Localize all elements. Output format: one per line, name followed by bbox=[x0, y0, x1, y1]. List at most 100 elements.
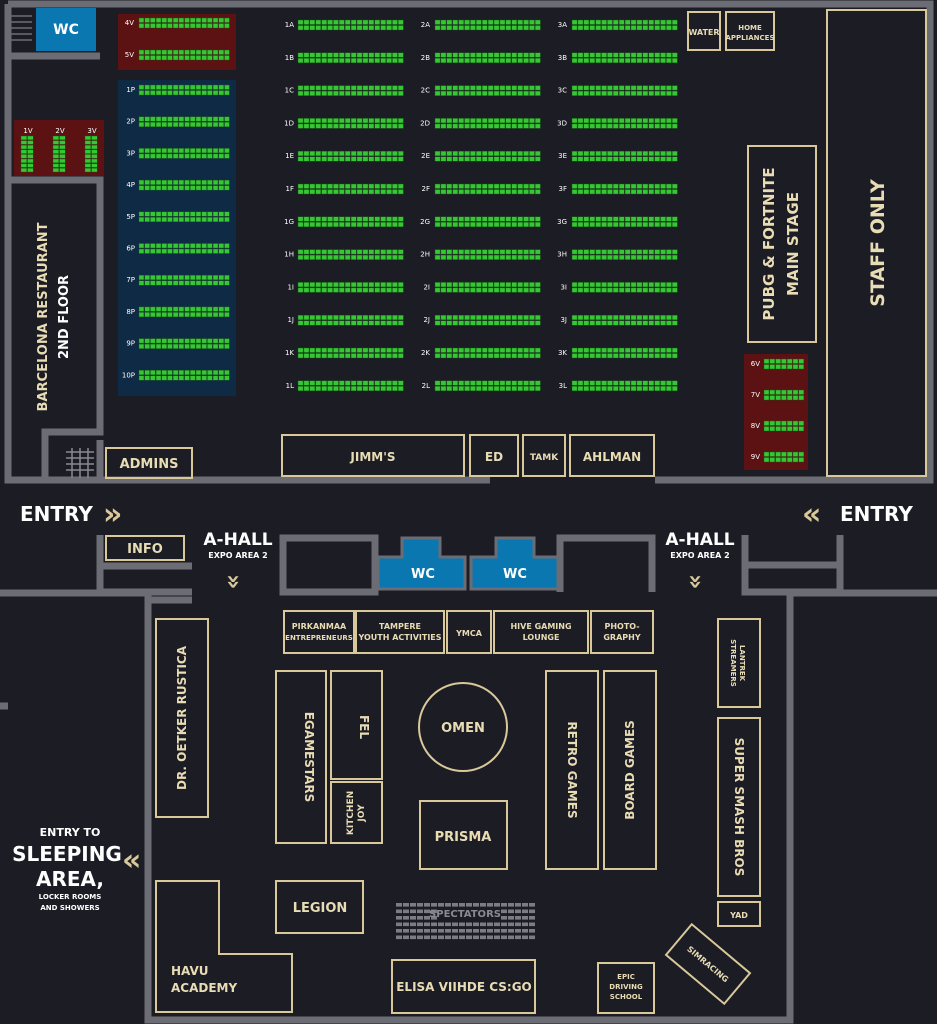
seat bbox=[792, 395, 799, 401]
seat bbox=[155, 375, 162, 381]
seat bbox=[499, 347, 506, 353]
seat bbox=[487, 222, 494, 228]
seat bbox=[505, 19, 512, 25]
seat bbox=[195, 280, 202, 286]
seat bbox=[619, 315, 625, 320]
seat-row bbox=[138, 17, 230, 23]
main-stage: PUBG & FORTNITE MAIN STAGE bbox=[747, 145, 817, 343]
seat bbox=[589, 347, 596, 353]
seat bbox=[398, 19, 404, 25]
seat bbox=[660, 282, 666, 288]
spectator-seat bbox=[480, 903, 486, 907]
seat bbox=[601, 216, 607, 222]
seat bbox=[499, 380, 506, 386]
seat bbox=[798, 426, 804, 432]
seat bbox=[321, 183, 327, 189]
seat bbox=[190, 312, 196, 318]
seat bbox=[630, 216, 637, 222]
seat bbox=[672, 282, 678, 288]
seat bbox=[458, 222, 464, 228]
seat bbox=[607, 118, 613, 124]
row-label: 1E bbox=[285, 152, 294, 160]
seat bbox=[374, 52, 381, 58]
seat bbox=[350, 123, 357, 129]
seat bbox=[150, 217, 156, 223]
seat bbox=[195, 248, 202, 254]
seat bbox=[464, 216, 470, 222]
seat-row bbox=[297, 85, 404, 91]
seat bbox=[583, 282, 590, 288]
seat bbox=[144, 375, 150, 381]
seat bbox=[613, 282, 619, 288]
seat bbox=[607, 150, 613, 156]
seat bbox=[144, 343, 150, 349]
spectator-seat bbox=[529, 916, 535, 920]
seat bbox=[190, 153, 196, 159]
spectator-seat bbox=[424, 916, 430, 920]
spectator-seat bbox=[501, 922, 507, 927]
seat bbox=[642, 380, 649, 386]
seat bbox=[52, 140, 59, 145]
seat bbox=[577, 90, 584, 96]
seat bbox=[583, 183, 590, 189]
seat bbox=[150, 121, 156, 127]
seat-row bbox=[571, 183, 678, 189]
seat bbox=[607, 189, 613, 195]
seat bbox=[327, 150, 333, 156]
seat bbox=[380, 25, 386, 31]
seat bbox=[470, 189, 476, 195]
seat bbox=[350, 320, 357, 326]
seat bbox=[434, 222, 441, 228]
seat bbox=[535, 287, 541, 293]
seat bbox=[150, 280, 156, 286]
seat bbox=[356, 347, 363, 353]
seat bbox=[666, 150, 672, 156]
seat bbox=[52, 154, 59, 159]
seat bbox=[511, 249, 518, 255]
seat bbox=[589, 282, 596, 288]
sleeping-line5: AND SHOWERS bbox=[40, 904, 99, 912]
seat bbox=[660, 183, 666, 189]
elisa-label: ELISA VIIHDE CS:GO bbox=[396, 980, 532, 994]
seat bbox=[380, 150, 386, 156]
seat bbox=[595, 123, 601, 129]
seat bbox=[327, 90, 333, 96]
spectator-seat bbox=[459, 903, 465, 907]
seat bbox=[155, 338, 162, 344]
seat bbox=[327, 320, 333, 326]
seat bbox=[535, 282, 541, 288]
water-label: WATER bbox=[688, 28, 719, 37]
seat bbox=[511, 25, 518, 31]
seat bbox=[167, 243, 173, 249]
seat bbox=[167, 17, 173, 23]
seat bbox=[493, 282, 500, 288]
seat bbox=[577, 25, 584, 31]
seat bbox=[212, 179, 219, 185]
seat bbox=[398, 58, 404, 63]
kitchen-joy-line1: KITCHEN bbox=[346, 791, 356, 835]
seat bbox=[654, 222, 660, 228]
seat-row bbox=[434, 52, 541, 58]
row-label: 2P bbox=[126, 118, 135, 126]
seat bbox=[511, 347, 518, 353]
seat bbox=[613, 347, 619, 353]
seat-row bbox=[571, 150, 678, 156]
seat bbox=[392, 249, 398, 255]
seat bbox=[589, 52, 596, 58]
seat bbox=[303, 19, 310, 25]
seat bbox=[212, 90, 219, 96]
seat bbox=[630, 19, 637, 25]
seat-row bbox=[20, 158, 34, 163]
seat bbox=[624, 320, 631, 326]
seat bbox=[672, 315, 678, 320]
seat-row bbox=[434, 19, 541, 25]
seat bbox=[577, 287, 584, 293]
seat bbox=[636, 85, 643, 91]
seat-row bbox=[434, 386, 541, 391]
seat bbox=[654, 254, 660, 260]
seat-row bbox=[434, 353, 541, 359]
seat bbox=[398, 216, 404, 222]
seat bbox=[511, 85, 518, 91]
seat bbox=[583, 19, 590, 25]
